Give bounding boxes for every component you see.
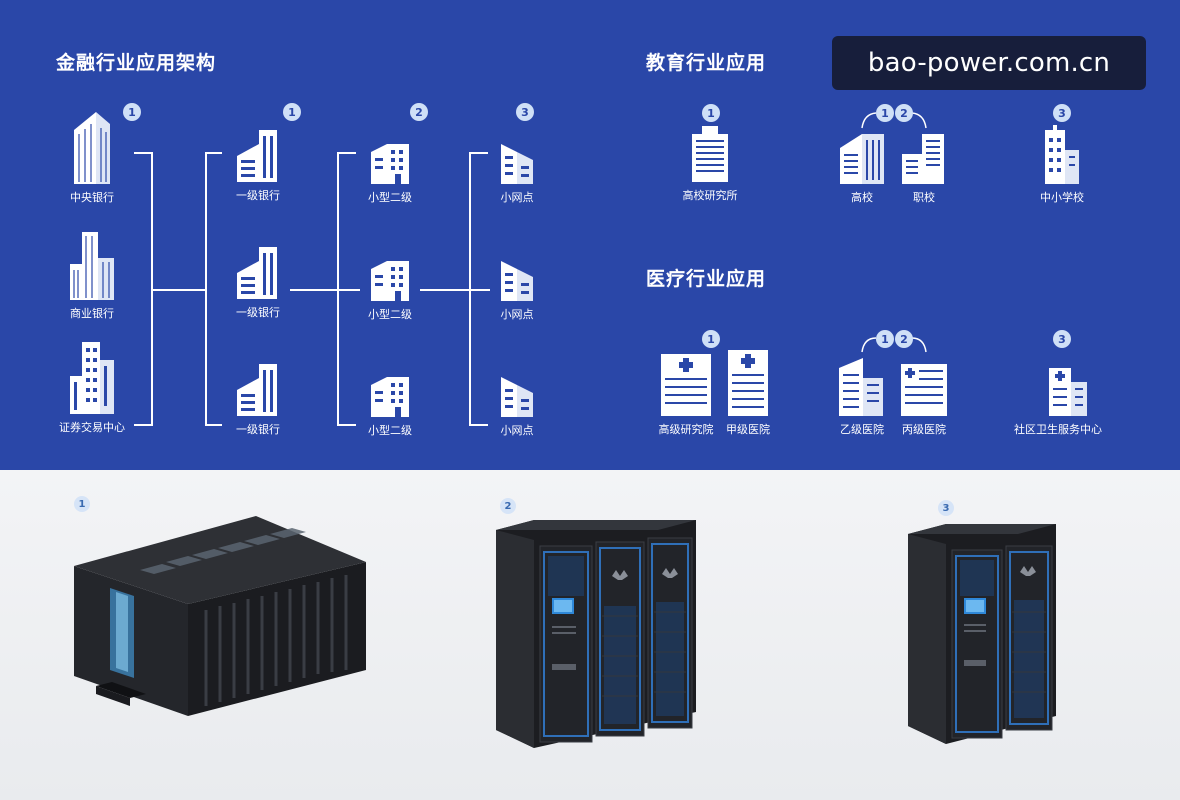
vocational-building-icon — [902, 134, 944, 184]
small-building-icon — [371, 261, 409, 301]
small-tier2-label-3: 小型二级 — [368, 424, 412, 437]
micro-module-datacenter-image — [74, 516, 366, 716]
university-building-icon — [840, 134, 884, 184]
central-bank-label: 中央银行 — [70, 191, 114, 204]
tier1-bank-node-1: 一级银行 — [208, 126, 308, 203]
hospital-building-icon — [901, 364, 947, 416]
research-hospital-label: 高级研究院 — [658, 423, 714, 436]
primary-school-node: 中小学校 — [1012, 124, 1112, 205]
skyscraper-icon — [74, 112, 110, 184]
small-branch-node-3: 小网点 — [467, 371, 567, 438]
small-branch-node-1: 小网点 — [467, 138, 567, 205]
edu-group1-badge: 1 — [702, 104, 720, 122]
med-group2-badge-a: 1 — [876, 330, 894, 348]
grade-a-hospital-label: 甲级医院 — [726, 423, 770, 436]
small-branch-label-1: 小网点 — [500, 191, 534, 204]
university-institute-node: 高校研究所 — [660, 124, 760, 203]
bank-building-icon — [237, 247, 277, 299]
product3-badge: 3 — [938, 500, 954, 516]
tower-block-icon — [70, 342, 114, 414]
branch-building-icon — [501, 377, 533, 417]
branch-building-icon — [501, 261, 533, 301]
research-hospital-node: 高级研究院 — [636, 346, 736, 437]
watermark-text: bao-power.com.cn — [867, 48, 1111, 78]
clinic-building-icon — [1049, 368, 1087, 416]
commercial-bank-label: 商业银行 — [70, 307, 114, 320]
office-tower-icon — [70, 232, 114, 300]
hospital-building-icon — [839, 358, 883, 416]
finance-col4-badge: 3 — [516, 103, 534, 121]
med-group1-badge: 1 — [702, 330, 720, 348]
branch-building-icon — [501, 144, 533, 184]
edu-group3-badge: 3 — [1053, 104, 1071, 122]
grade-b-hospital-node: 乙级医院 — [812, 354, 912, 437]
institute-building-icon — [692, 126, 728, 182]
finance-col3-badge: 2 — [410, 103, 428, 121]
small-building-icon — [371, 144, 409, 184]
small-branch-label-2: 小网点 — [500, 308, 534, 321]
med-group3-badge: 3 — [1053, 330, 1071, 348]
medical-title: 医疗行业应用 — [646, 268, 767, 290]
bank-building-icon — [237, 130, 277, 182]
integrated-cabinet-2-image — [908, 524, 1056, 744]
vocational-school-label: 职校 — [913, 191, 935, 204]
product2-badge: 2 — [500, 498, 516, 514]
small-tier2-label-1: 小型二级 — [368, 191, 412, 204]
small-building-icon — [371, 377, 409, 417]
grade-a-hospital-node: 甲级医院 — [698, 346, 798, 437]
products-panel: 1 2 3 — [0, 470, 1180, 800]
primary-school-label: 中小学校 — [1040, 191, 1084, 204]
grade-c-hospital-node: 丙级医院 — [874, 354, 974, 437]
stock-exchange-label: 证券交易中心 — [59, 421, 125, 434]
tier1-bank-label-1: 一级银行 — [236, 189, 280, 202]
finance-col1-badge: 1 — [123, 103, 141, 121]
integrated-cabinet-3-image — [496, 520, 696, 748]
finance-title: 金融行业应用架构 — [56, 52, 217, 74]
small-tier2-label-2: 小型二级 — [368, 308, 412, 321]
university-label: 高校 — [851, 191, 873, 204]
hospital-tower-icon — [728, 350, 768, 416]
med-group2-badge-b: 2 — [895, 330, 913, 348]
grade-c-hospital-label: 丙级医院 — [902, 423, 946, 436]
finance-connector-lines — [134, 112, 927, 426]
tier1-bank-label-3: 一级银行 — [236, 423, 280, 436]
grade-b-hospital-label: 乙级医院 — [840, 423, 884, 436]
stock-exchange-node: 证券交易中心 — [42, 338, 142, 435]
edu-group2-badge-b: 2 — [895, 104, 913, 122]
small-tier2-node-2: 小型二级 — [340, 255, 440, 322]
commercial-bank-node: 商业银行 — [42, 228, 142, 321]
product1-badge: 1 — [74, 496, 90, 512]
hospital-building-icon — [661, 354, 711, 416]
university-institute-label: 高校研究所 — [682, 189, 738, 202]
central-bank-node: 中央银行 — [42, 106, 142, 205]
small-branch-node-2: 小网点 — [467, 255, 567, 322]
watermark: bao-power.com.cn — [832, 36, 1146, 90]
vocational-school-node: 职校 — [874, 128, 974, 205]
small-branch-label-3: 小网点 — [500, 424, 534, 437]
university-node: 高校 — [812, 128, 912, 205]
school-building-icon — [1045, 125, 1079, 184]
tier1-bank-node-2: 一级银行 — [208, 243, 308, 320]
community-health-label: 社区卫生服务中心 — [1014, 423, 1102, 436]
small-tier2-node-3: 小型二级 — [340, 371, 440, 438]
edu-group2-badge-a: 1 — [876, 104, 894, 122]
small-tier2-node-1: 小型二级 — [340, 138, 440, 205]
tier1-bank-node-3: 一级银行 — [208, 360, 308, 437]
community-health-node: 社区卫生服务中心 — [1014, 362, 1118, 437]
education-title: 教育行业应用 — [646, 52, 767, 74]
finance-col2-badge: 1 — [283, 103, 301, 121]
bank-building-icon — [237, 364, 277, 416]
tier1-bank-label-2: 一级银行 — [236, 306, 280, 319]
